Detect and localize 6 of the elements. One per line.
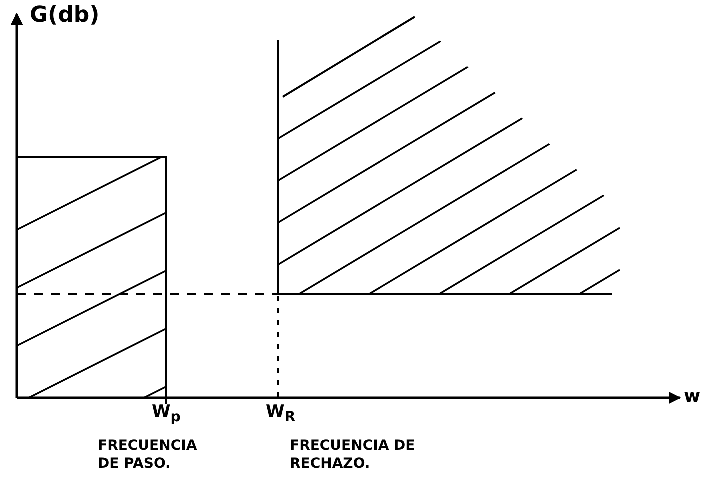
- axis-label: G(db): [30, 2, 100, 30]
- tick-label: W$_{R}$: [266, 402, 296, 428]
- tick-label: W$_{p}$: [152, 402, 181, 428]
- axis-label: w: [684, 386, 701, 408]
- annotation-text: FRECUENCIA DE PASO.: [98, 438, 198, 473]
- annotation-text: FRECUENCIA DE RECHAZO.: [290, 438, 416, 473]
